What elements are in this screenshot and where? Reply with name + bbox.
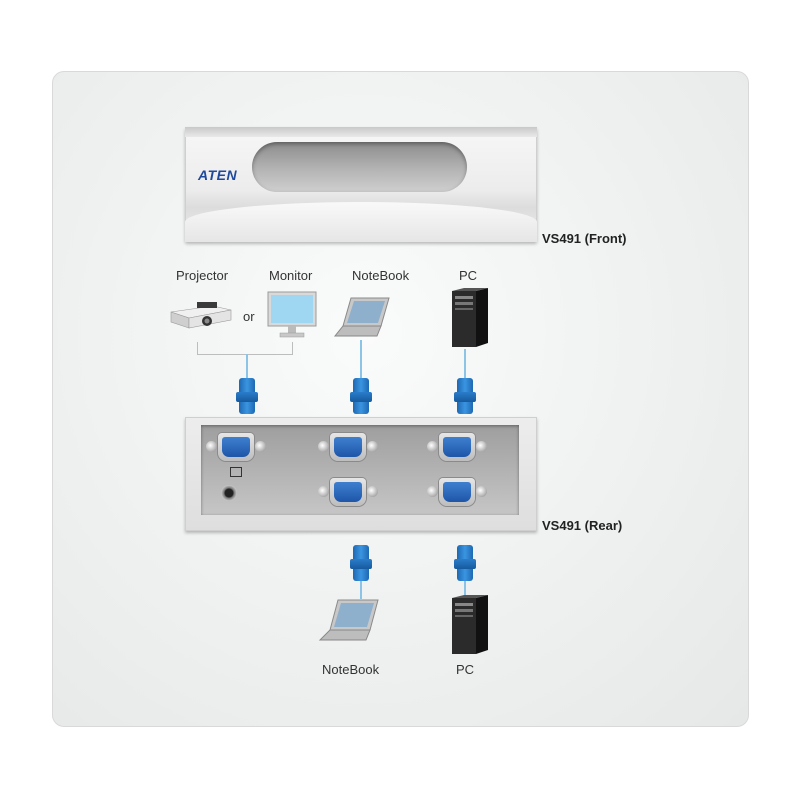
rear-panel (201, 425, 519, 515)
vga-input-port-1 (318, 433, 378, 461)
monitor-port-icon (230, 467, 242, 477)
aten-logo: ATEN (198, 167, 238, 183)
vs491-rear-unit (185, 417, 537, 531)
wire-display (246, 354, 248, 378)
bracket-right (292, 342, 293, 354)
notebook-bottom-icon (318, 598, 382, 644)
vga-plug-notebook-bottom (350, 545, 372, 581)
pc-bottom-icon (448, 594, 492, 656)
rear-label: VS491 (Rear) (542, 518, 623, 533)
vga-plug-pc-top (454, 378, 476, 414)
vs491-front-unit: ATEN (185, 127, 537, 242)
monitor-icon (266, 290, 318, 340)
or-label: or (243, 309, 255, 324)
vga-input-port-3 (318, 478, 378, 506)
notebook-top-icon (333, 296, 393, 340)
wire-notebook-top (360, 340, 362, 378)
power-jack (221, 485, 237, 501)
vga-input-port-4 (427, 478, 487, 506)
pc-top-label: PC (459, 268, 478, 283)
notebook-bottom-label: NoteBook (322, 662, 380, 677)
vga-plug-display (236, 378, 258, 414)
front-display-window (252, 142, 467, 192)
wire-pc-top (464, 349, 466, 378)
front-top-strip (185, 127, 537, 137)
front-curve (185, 202, 537, 242)
vga-input-port-2 (427, 433, 487, 461)
vga-plug-notebook-top (350, 378, 372, 414)
projector-icon (167, 298, 233, 332)
bracket-left (197, 342, 198, 354)
notebook-top-label: NoteBook (352, 268, 410, 283)
bracket-bottom (197, 354, 293, 355)
wire-pc-bottom (464, 581, 466, 595)
pc-bottom-label: PC (456, 662, 475, 677)
projector-label: Projector (176, 268, 229, 283)
front-label: VS491 (Front) (542, 231, 627, 246)
wire-notebook-bottom (360, 581, 362, 599)
vga-output-port (206, 433, 266, 461)
pc-top-icon (448, 287, 492, 349)
monitor-label: Monitor (269, 268, 313, 283)
vga-plug-pc-bottom (454, 545, 476, 581)
